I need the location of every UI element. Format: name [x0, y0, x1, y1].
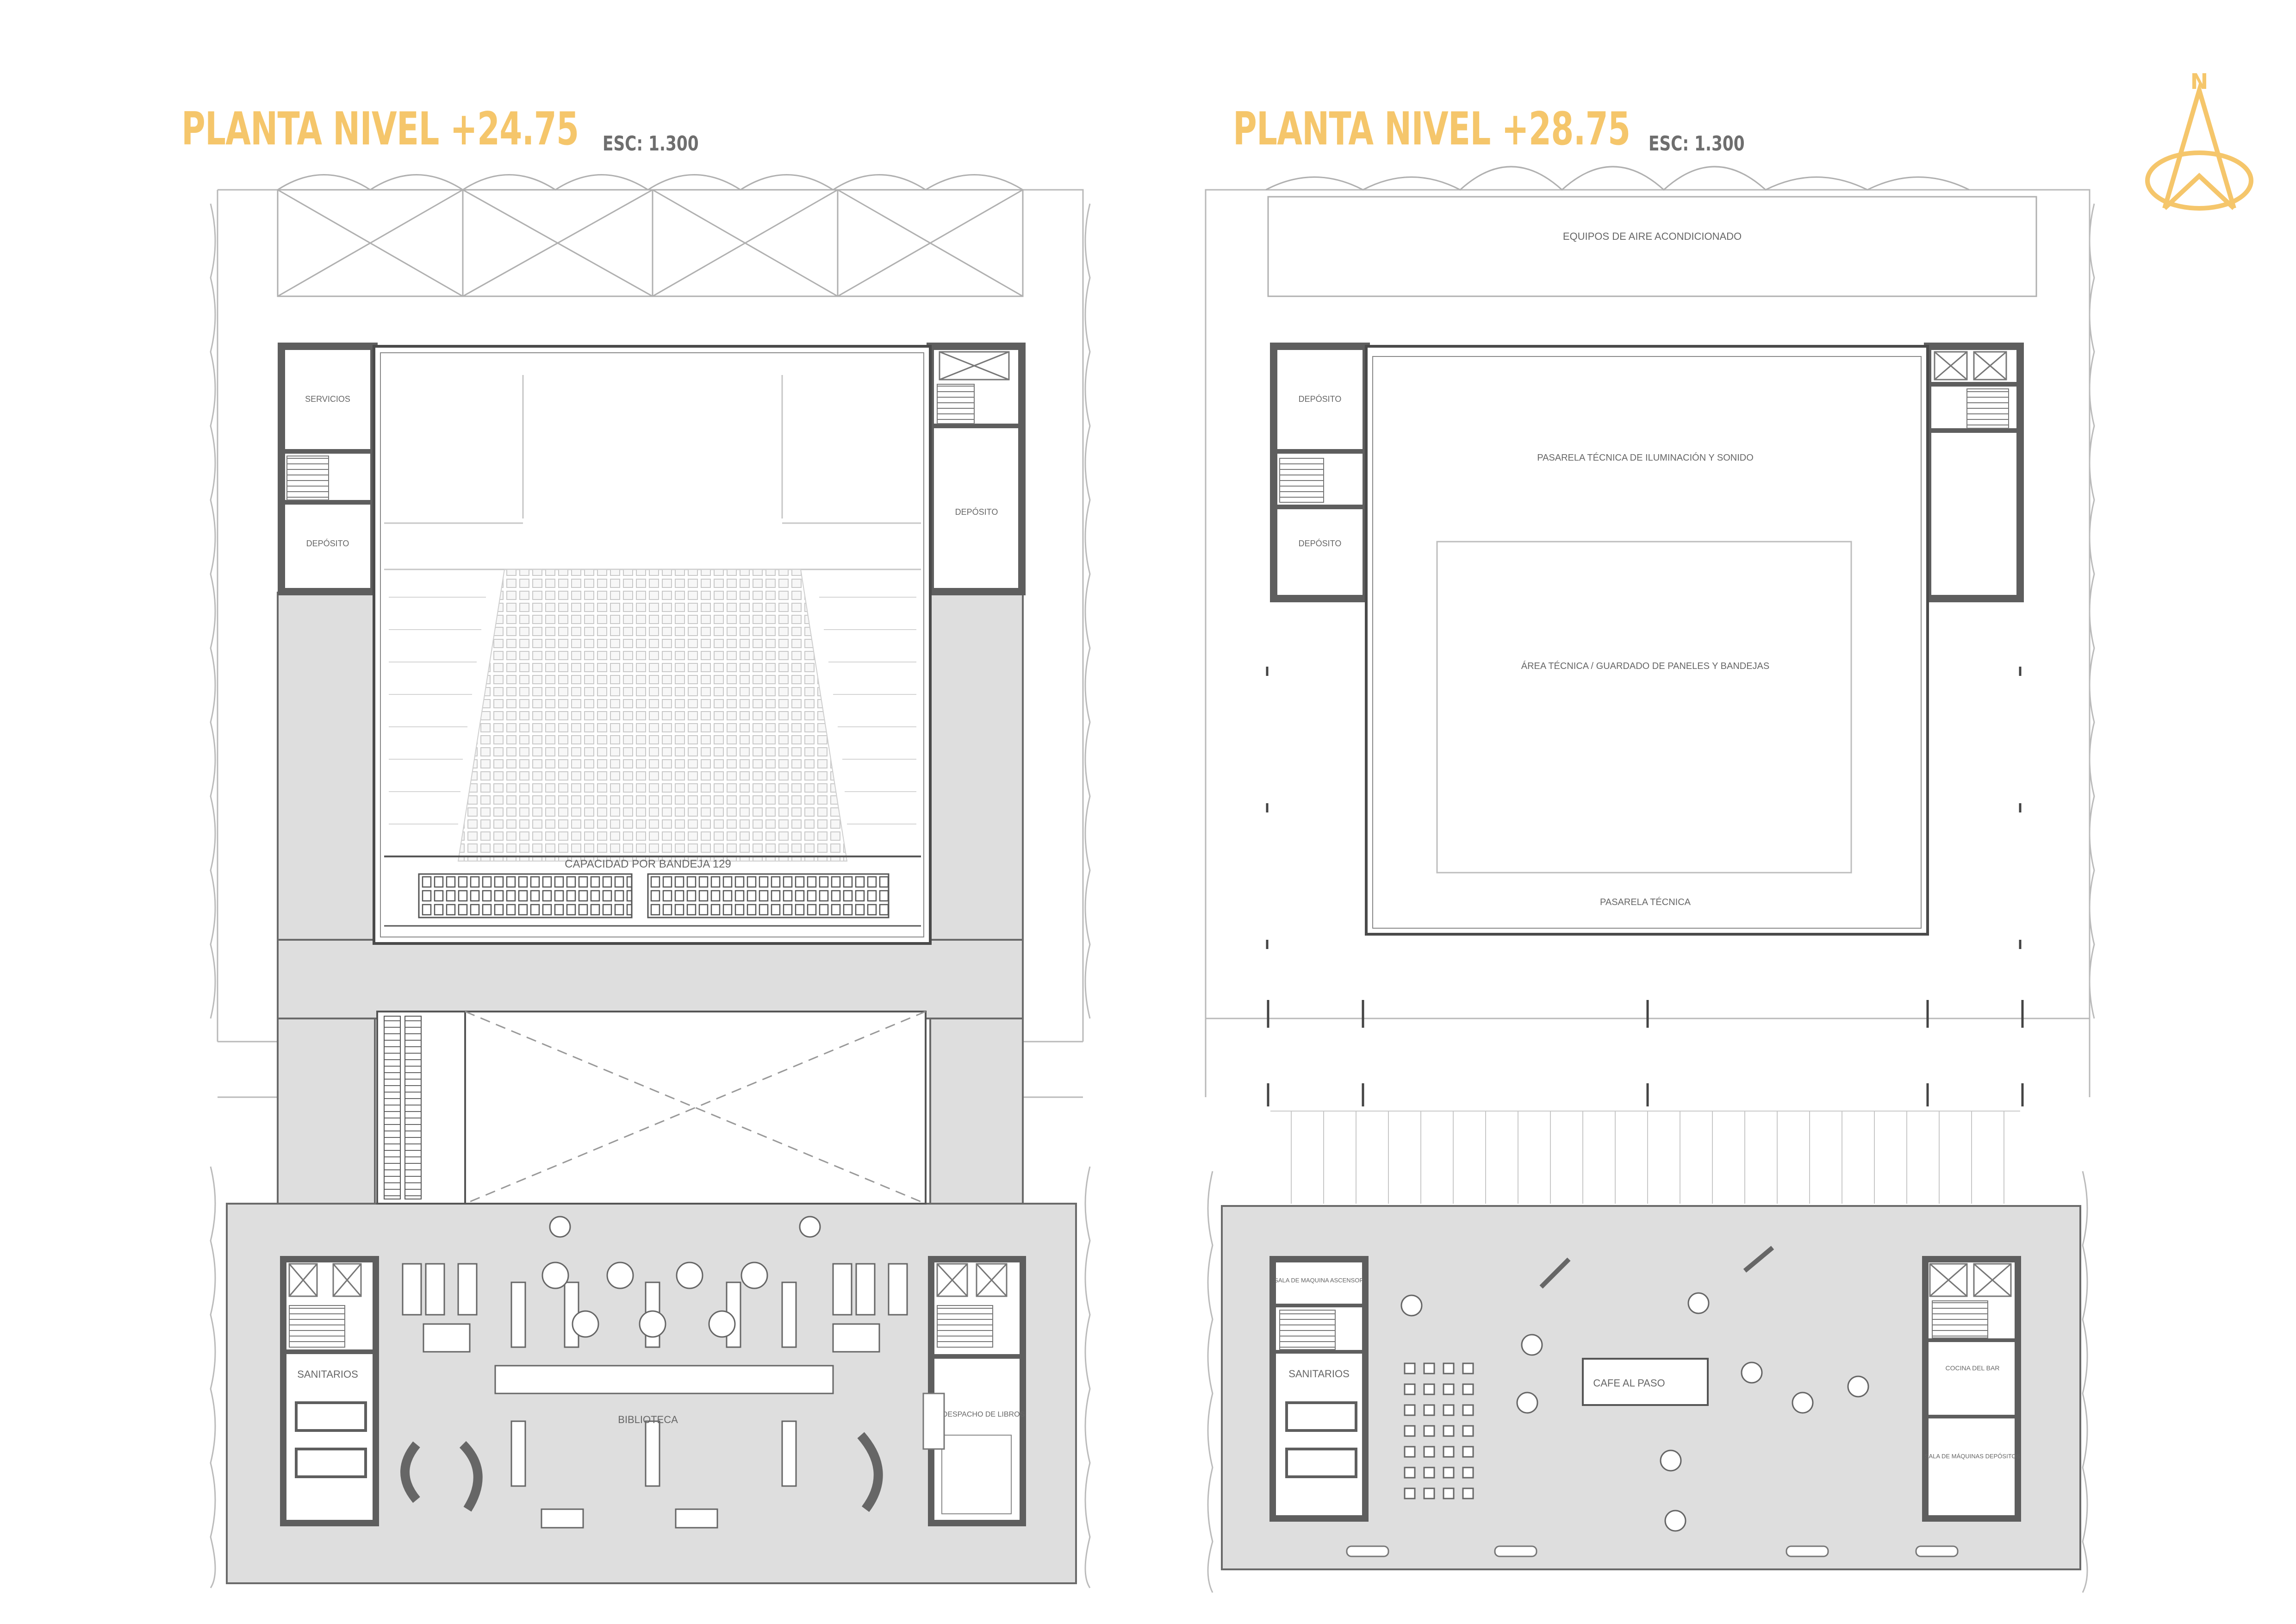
label-deposito-left: DEPÓSITO — [306, 538, 349, 548]
plan-title-right: PLANTA NIVEL +28.75 — [1233, 103, 1630, 156]
label-deposito-right: DEPÓSITO — [955, 507, 998, 517]
label-sanitarios-right: SANITARIOS — [1288, 1368, 1350, 1380]
plan-level-24-75: SERVICIOS DEPÓSITO DEPÓSITO CAPACIDAD PO… — [210, 174, 1091, 1588]
label-cafe-al-paso: CAFE AL PASO — [1593, 1377, 1665, 1389]
label-sala-maquina-ascensor: SALA DE MAQUINA ASCENSOR — [1274, 1277, 1364, 1284]
label-sala-maquinas-depositos: SALA DE MÁQUINAS DEPÓSITOS — [1925, 1453, 2021, 1460]
plan-scale-left: ESC: 1.300 — [603, 132, 699, 156]
label-pasarela-iluminacion: PASARELA TÉCNICA DE ILUMINACIÓN Y SONIDO — [1537, 452, 1754, 463]
label-area-tecnica: ÁREA TÉCNICA / GUARDADO DE PANELES Y BAN… — [1521, 661, 1769, 671]
label-pasarela-tecnica: PASARELA TÉCNICA — [1600, 897, 1691, 907]
label-despacho: DESPACHO DE LIBROS — [942, 1411, 1025, 1418]
label-servicios: SERVICIOS — [305, 394, 350, 404]
label-sanitarios-left: SANITARIOS — [297, 1368, 358, 1380]
plan-scale-right: ESC: 1.300 — [1649, 132, 1745, 156]
label-biblioteca: BIBLIOTECA — [618, 1414, 678, 1425]
plan-title-left: PLANTA NIVEL +24.75 — [181, 103, 579, 156]
label-deposito-top: DEPÓSITO — [1299, 394, 1342, 404]
label-equipos-aire: EQUIPOS DE AIRE ACONDICIONADO — [1563, 231, 1742, 242]
label-capacidad: CAPACIDAD POR BANDEJA 129 — [565, 858, 731, 870]
plan-level-28-75: EQUIPOS DE AIRE ACONDICIONADO DEPÓSITO D… — [1205, 166, 2095, 1593]
label-deposito-bottom: DEPÓSITO — [1299, 538, 1342, 548]
north-label: N — [2190, 69, 2209, 94]
label-cocina-bar: COCINA DEL BAR — [1946, 1364, 2000, 1372]
north-arrow-icon: N — [2145, 69, 2253, 211]
